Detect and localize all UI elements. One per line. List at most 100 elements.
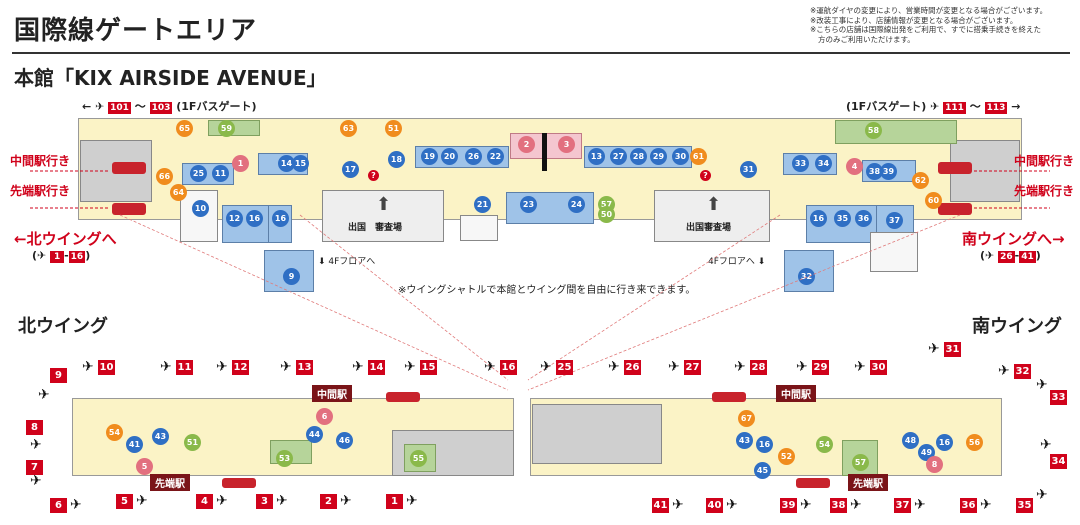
shop-marker[interactable]: 66 — [156, 168, 173, 185]
shop-marker[interactable]: 16 — [810, 210, 827, 227]
shop-marker[interactable]: 11 — [212, 165, 229, 182]
shop-marker[interactable]: 28 — [630, 148, 647, 165]
shuttle-train-icon — [712, 392, 746, 402]
shop-marker[interactable]: 36 — [855, 210, 872, 227]
gate-label: 15 — [420, 360, 437, 375]
shop-marker[interactable]: 2 — [518, 136, 535, 153]
plane-icon: ✈ — [216, 493, 228, 509]
shop-marker[interactable]: 16 — [936, 434, 953, 451]
shop-marker[interactable]: 53 — [276, 450, 293, 467]
shop-marker[interactable]: 41 — [126, 436, 143, 453]
shop-marker[interactable]: 54 — [106, 424, 123, 441]
shop-marker[interactable]: 4 — [846, 158, 863, 175]
south-tip-station: 先端駅 — [848, 474, 888, 491]
shop-marker[interactable]: 3 — [558, 136, 575, 153]
plane-icon: ✈ — [980, 497, 992, 513]
shop-marker[interactable]: 39 — [880, 163, 897, 180]
floor-4-link-right: 4Fフロアへ ⬇ — [708, 257, 766, 267]
shop-marker[interactable]: 45 — [754, 462, 771, 479]
shop-marker[interactable]: 10 — [192, 200, 209, 217]
shop-marker[interactable]: 37 — [886, 212, 903, 229]
gate-label: 32 — [1014, 364, 1031, 379]
shop-marker[interactable]: 16 — [246, 210, 263, 227]
shop-marker[interactable]: 15 — [292, 155, 309, 172]
shop-marker[interactable]: 13 — [588, 148, 605, 165]
shop-marker[interactable]: 17 — [342, 161, 359, 178]
plane-icon: ✈ — [540, 359, 552, 375]
north-mid-station: 中間駅 — [312, 385, 352, 402]
shop-marker[interactable]: 51 — [385, 120, 402, 137]
shop-marker[interactable]: 16 — [272, 210, 289, 227]
shop-marker[interactable]: 31 — [740, 161, 757, 178]
shop-marker[interactable]: 64 — [170, 184, 187, 201]
shop-marker[interactable]: 22 — [487, 148, 504, 165]
shop-marker[interactable]: 35 — [834, 210, 851, 227]
shop-marker[interactable]: 16 — [756, 436, 773, 453]
shop-marker[interactable]: 27 — [610, 148, 627, 165]
shop-marker[interactable]: 21 — [474, 196, 491, 213]
shop-marker[interactable]: 19 — [421, 148, 438, 165]
shop-marker[interactable]: 32 — [798, 268, 815, 285]
gate-label: 103 — [149, 102, 173, 114]
shuttle-train-icon — [112, 203, 146, 215]
gate-label: 37 — [894, 498, 911, 513]
shop-marker[interactable]: 29 — [650, 148, 667, 165]
shop-marker[interactable]: 9 — [283, 268, 300, 285]
bus-gate-note: (1Fバスゲート) — [846, 100, 927, 113]
shop-marker[interactable]: 26 — [465, 148, 482, 165]
shop-marker[interactable]: 55 — [410, 450, 427, 467]
shop-marker[interactable]: 67 — [738, 410, 755, 427]
shop-marker[interactable]: 38 — [866, 163, 883, 180]
gate-label: 111 — [943, 102, 966, 114]
shop-marker[interactable]: 5 — [136, 458, 153, 475]
shop-marker[interactable]: 51 — [184, 434, 201, 451]
plane-icon: ✈ — [37, 249, 47, 262]
plane-icon: ✈ — [985, 249, 995, 262]
shop-marker[interactable]: 25 — [190, 165, 207, 182]
shop-marker[interactable]: 52 — [778, 448, 795, 465]
shop-marker[interactable]: 61 — [690, 148, 707, 165]
shop-marker[interactable]: 20 — [441, 148, 458, 165]
gate-label: 9 — [50, 368, 67, 383]
shop-marker[interactable]: 46 — [336, 432, 353, 449]
shop-marker[interactable]: 50 — [598, 206, 615, 223]
shop-marker[interactable]: 56 — [966, 434, 983, 451]
shop-marker[interactable]: 65 — [176, 120, 193, 137]
plane-icon: ✈ — [216, 359, 228, 375]
gate-label: 28 — [750, 360, 767, 375]
shop-marker[interactable]: 44 — [306, 426, 323, 443]
shop-marker[interactable]: 30 — [672, 148, 689, 165]
shop-marker[interactable]: 43 — [152, 428, 169, 445]
bus-gates-right: (1Fバスゲート) ✈ 111 ～ 113 → — [846, 98, 1020, 114]
shop-marker[interactable]: 62 — [912, 172, 929, 189]
shop-marker[interactable]: 59 — [218, 120, 235, 137]
shop-marker[interactable]: 57 — [852, 454, 869, 471]
shop-marker[interactable]: 34 — [815, 155, 832, 172]
shop-marker[interactable]: 8 — [926, 456, 943, 473]
shop-marker[interactable]: 18 — [388, 151, 405, 168]
plane-icon: ✈ — [1036, 377, 1048, 393]
shop-block — [415, 146, 509, 168]
shop-marker[interactable]: 43 — [736, 432, 753, 449]
shop-marker[interactable]: 6 — [316, 408, 333, 425]
shop-marker[interactable]: 63 — [340, 120, 357, 137]
shop-marker[interactable]: 12 — [226, 210, 243, 227]
shop-marker[interactable]: 33 — [792, 155, 809, 172]
gate-label: 36 — [960, 498, 977, 513]
shop-marker[interactable]: 24 — [568, 196, 585, 213]
range-separator: - — [64, 249, 69, 262]
shop-marker[interactable]: 14 — [278, 155, 295, 172]
north-wing-gates: (✈ 1-16) — [32, 249, 91, 263]
shop-marker[interactable]: 58 — [865, 122, 882, 139]
south-wing-link[interactable]: 南ウイングへ→ (✈ 26-41) — [962, 228, 1065, 263]
shop-marker[interactable]: 48 — [902, 432, 919, 449]
shop-marker[interactable]: 54 — [816, 436, 833, 453]
north-tip-station: 先端駅 — [150, 474, 190, 491]
plane-icon: ✈ — [1036, 487, 1048, 503]
plane-icon: ✈ — [406, 493, 418, 509]
shop-marker[interactable]: 1 — [232, 155, 249, 172]
shop-marker[interactable]: 23 — [520, 196, 537, 213]
shop-marker[interactable]: 60 — [925, 192, 942, 209]
plane-icon: ✈ — [850, 497, 862, 513]
north-wing-link[interactable]: ←北ウイングへ (✈ 1-16) — [14, 228, 117, 263]
